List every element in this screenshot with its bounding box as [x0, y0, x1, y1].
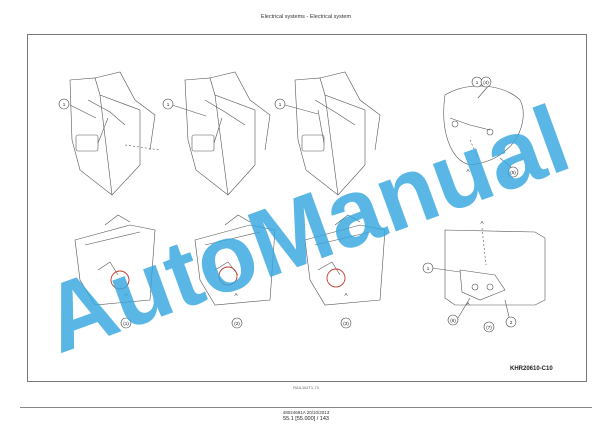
- letter-a-6: A: [480, 220, 484, 225]
- letter-a-2: A: [234, 292, 238, 297]
- callout-9: 2: [510, 320, 513, 325]
- callout-3: 1: [279, 102, 282, 107]
- callout-8: (6): [450, 318, 456, 323]
- step-tag-3: (3): [343, 321, 349, 326]
- footer-rule: [20, 407, 592, 408]
- figure-code: KHR20610-C10: [510, 366, 553, 372]
- figure-frame: [27, 34, 587, 382]
- view-bottom-2: [194, 214, 276, 306]
- letter-a-1: A: [124, 292, 128, 297]
- callout-5: (4): [483, 80, 489, 85]
- view-bottom-1: [74, 214, 156, 306]
- footer-section: 55.1 [55.000] / 143: [283, 416, 329, 422]
- page-header: Electrical systems - Electrical system: [260, 14, 352, 20]
- footer-document-id: 48024691A 20/10/2013: [282, 410, 330, 415]
- view-top-1: [69, 71, 161, 196]
- view-detail-bottom: [444, 227, 546, 306]
- letter-a-3: A: [344, 292, 348, 297]
- page-reference: RAIL16JT1-73: [293, 385, 319, 390]
- callout-2: 1: [167, 102, 170, 107]
- view-bottom-3: [304, 214, 386, 306]
- callout-1: 1: [63, 102, 66, 107]
- step-tag-2: (2): [234, 321, 240, 326]
- step-tag-7: (7): [486, 325, 492, 330]
- letter-a-5: A: [466, 301, 470, 306]
- callout-4: 1: [476, 80, 479, 85]
- callout-6: (5): [510, 170, 516, 175]
- view-top-2: [184, 71, 271, 196]
- letter-a-4: A: [466, 168, 470, 173]
- step-tag-1: (1): [123, 321, 129, 326]
- view-top-3: [294, 71, 381, 196]
- callout-7: 1: [427, 266, 430, 271]
